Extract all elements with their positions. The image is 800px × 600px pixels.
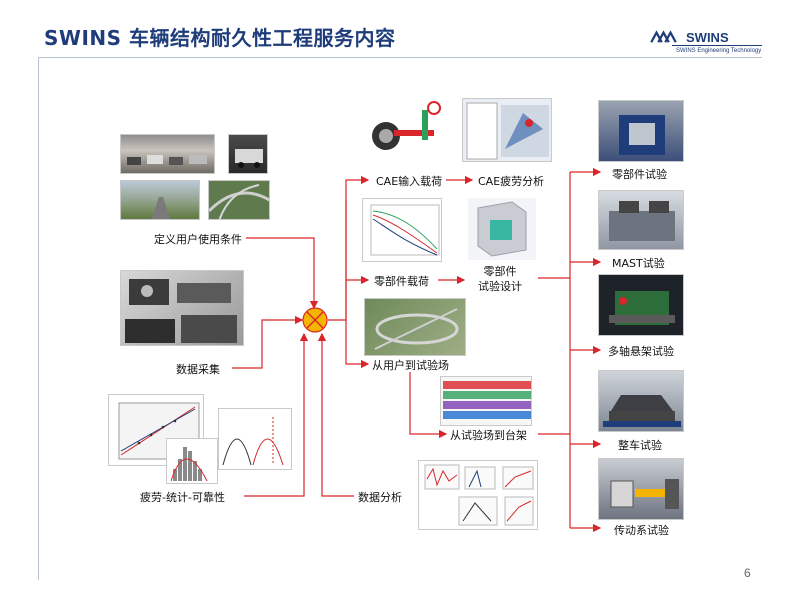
page-number: 6 [744, 566, 751, 580]
label-cae-input-load: CAE输入载荷 [376, 175, 443, 188]
label-component-test-design-line2: 试验设计 [478, 280, 522, 293]
label-component-test-design: 零部件 试验设计 [470, 264, 530, 294]
label-proving-ground-to-rig: 从试验场到台架 [450, 429, 527, 442]
logo-divider [672, 45, 762, 46]
highway-photo [120, 180, 200, 220]
label-cae-fatigue: CAE疲劳分析 [478, 175, 545, 188]
arrow-data-analysis [317, 332, 354, 497]
label-mast-test: MAST试验 [612, 257, 665, 270]
data-analysis-screens [418, 460, 538, 530]
traffic-photo-1 [120, 134, 215, 174]
label-component-test-design-line1: 零部件 [483, 265, 517, 278]
sensor-photo [120, 270, 244, 346]
label-driveline-test: 传动系试验 [614, 524, 669, 537]
component-load-chart [362, 198, 442, 262]
component-rig-photo [598, 100, 684, 162]
multi-axis-rig-photo [598, 274, 684, 336]
histogram-plot [166, 438, 218, 484]
label-user-conditions: 定义用户使用条件 [154, 233, 242, 246]
logo-brand: SWINS [686, 30, 729, 45]
label-full-vehicle-test: 整车试验 [618, 439, 662, 452]
cae-suspension-image [362, 98, 452, 162]
page-title: SWINS 车辆结构耐久性工程服务内容 [44, 26, 396, 50]
driveline-rig-photo [598, 458, 684, 520]
truck-photo [228, 134, 268, 174]
label-multi-axis-test: 多轴悬架试验 [608, 345, 674, 358]
swins-logo-icon [650, 30, 677, 43]
arrow-user-conditions [246, 237, 319, 310]
header-rule [38, 57, 762, 58]
logo-tagline: SWINS Engineering Technology [676, 48, 762, 54]
mast-rig-photo [598, 190, 684, 250]
signal-time-history [440, 376, 532, 426]
label-component-load: 零部件载荷 [374, 275, 429, 288]
proving-ground-aerial [364, 298, 466, 356]
cae-fatigue-screenshot [462, 98, 552, 162]
label-data-analysis: 数据分析 [358, 491, 402, 504]
arrow-fatigue-stats [244, 332, 309, 497]
full-vehicle-rig-photo [598, 370, 684, 432]
arrow-to-user-pg [345, 200, 370, 369]
left-rule [38, 58, 39, 580]
arrow-pg-to-rig [409, 372, 448, 439]
label-user-to-proving-ground: 从用户到试验场 [372, 359, 449, 372]
distribution-plot [218, 408, 292, 470]
label-data-acquisition: 数据采集 [176, 363, 220, 376]
label-fatigue-stats: 疲劳-统计-可靠性 [140, 491, 225, 504]
summing-node-icon [302, 307, 328, 333]
test-fixture-model [468, 198, 536, 260]
label-component-test: 零部件试验 [612, 168, 667, 181]
arrow-data-acquisition [232, 315, 304, 369]
interchange-photo [208, 180, 270, 220]
